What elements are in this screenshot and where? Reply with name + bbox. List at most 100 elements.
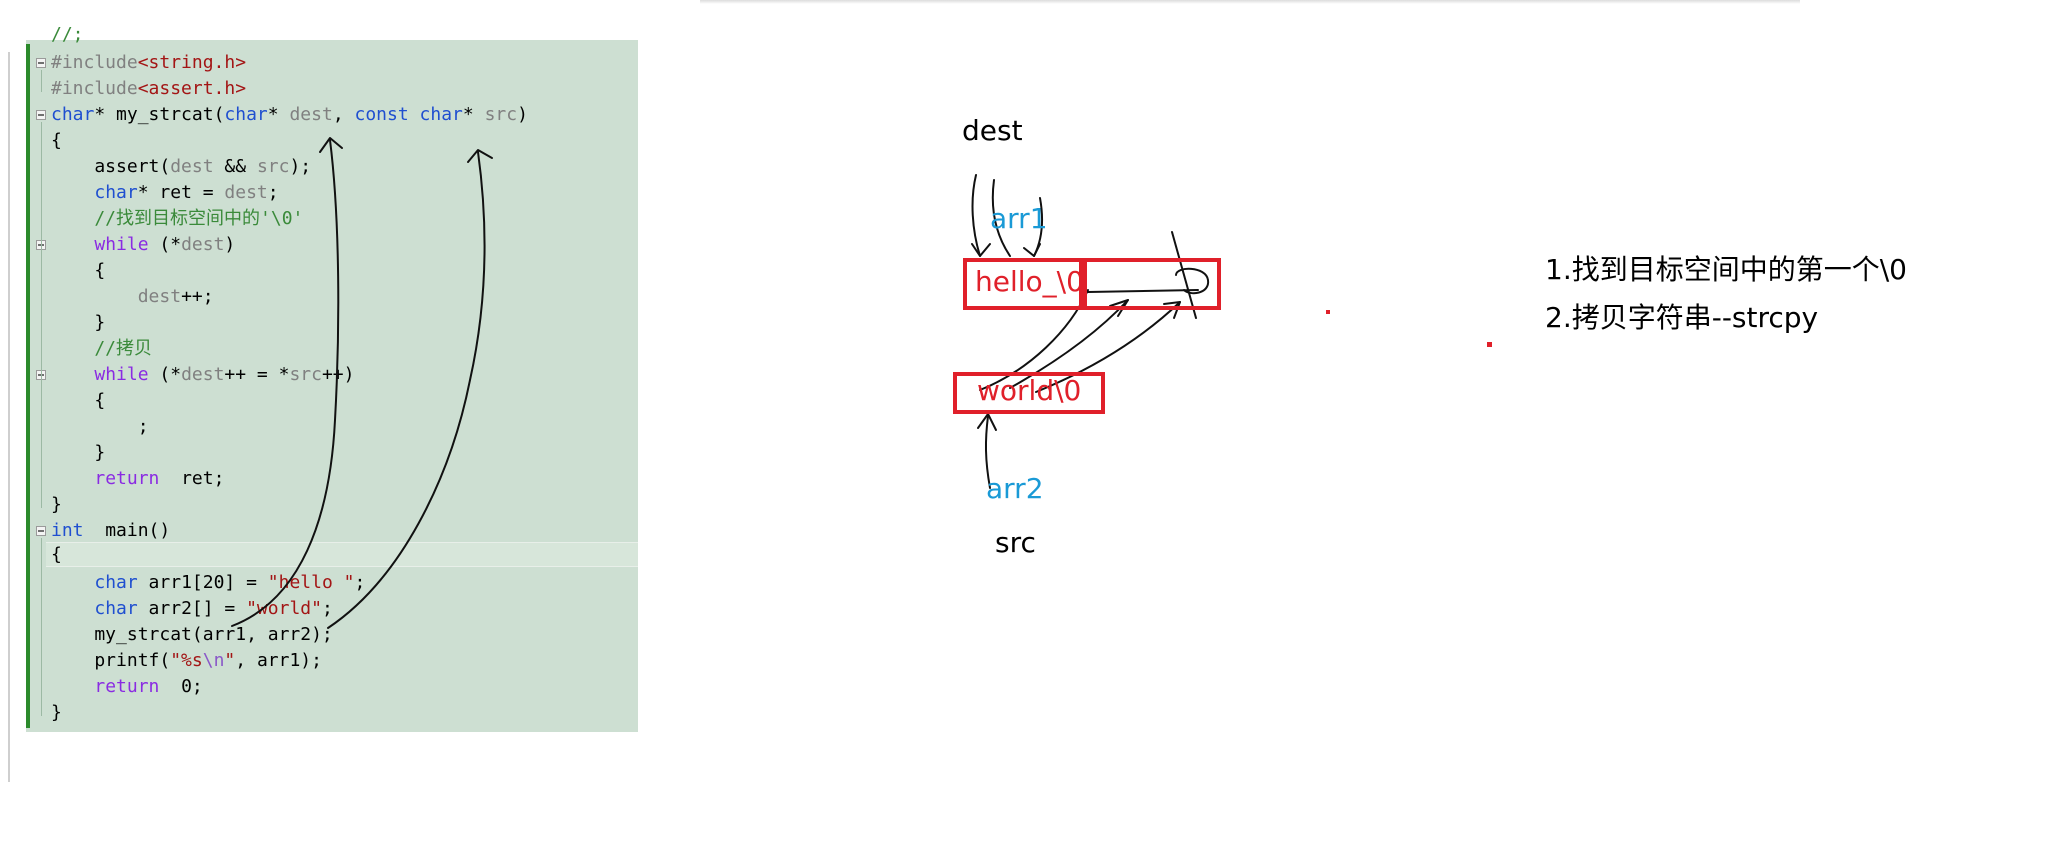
code-token: while — [94, 364, 149, 385]
code-line[interactable]: } — [51, 440, 105, 466]
code-token: * — [267, 104, 290, 125]
code-line[interactable]: while (*dest) — [51, 232, 235, 258]
code-token: } — [51, 494, 62, 515]
arrowhead-icon — [977, 413, 997, 431]
code-line[interactable]: //; — [51, 22, 84, 48]
code-token: 0; — [159, 676, 203, 697]
code-line[interactable]: } — [51, 492, 62, 518]
code-line[interactable]: { — [51, 258, 105, 284]
code-line[interactable]: { — [51, 388, 105, 414]
arrowhead-icon — [1023, 243, 1041, 257]
code-token: return — [94, 676, 160, 697]
code-line[interactable]: int main() — [51, 518, 170, 544]
note-step-2: 2.拷贝字符串--strcpy — [1545, 301, 1819, 334]
code-token: src — [289, 364, 322, 385]
code-token: * my_strcat( — [94, 104, 225, 125]
code-line[interactable]: char arr2[] = "world"; — [51, 596, 333, 622]
hello-string-box — [963, 258, 1083, 310]
code-line[interactable]: #include<string.h> — [51, 50, 246, 76]
code-line[interactable]: { — [51, 542, 62, 568]
code-token: <assert.h> — [137, 78, 247, 99]
fold-toggle-icon[interactable] — [36, 58, 46, 68]
code-token: ++ = * — [224, 364, 290, 385]
code-token: } — [51, 702, 62, 723]
code-token: //找到目标空间中的'\0' — [51, 208, 304, 229]
code-line[interactable]: return 0; — [51, 674, 203, 700]
code-line[interactable]: { — [51, 128, 62, 154]
hello-tail-underline — [1087, 289, 1199, 293]
code-token: " — [224, 650, 236, 671]
fold-toggle-icon[interactable] — [36, 110, 46, 120]
code-token: printf( — [51, 650, 171, 671]
outer-edge — [8, 52, 10, 782]
code-token: #include — [51, 52, 138, 73]
world-string-text: world\0 — [977, 374, 1082, 407]
code-token: <string.h> — [137, 52, 247, 73]
world-string-box — [953, 372, 1105, 414]
src-label: src — [995, 526, 1036, 559]
code-line[interactable]: char* ret = dest; — [51, 180, 278, 206]
code-token: , — [332, 104, 355, 125]
code-line[interactable]: #include<assert.h> — [51, 76, 246, 102]
code-token: dest — [181, 364, 225, 385]
code-token: ++; — [181, 286, 214, 307]
code-line[interactable]: } — [51, 310, 105, 336]
window-top-edge — [700, 0, 1800, 4]
code-line[interactable]: assert(dest && src); — [51, 154, 311, 180]
code-token: while — [94, 234, 149, 255]
code-token: int — [51, 520, 84, 541]
hello-string-text: hello_\0 — [975, 265, 1084, 298]
code-token: #include — [51, 78, 138, 99]
fold-toggle-icon[interactable] — [36, 526, 46, 536]
code-line[interactable]: //找到目标空间中的'\0' — [51, 206, 303, 232]
code-line[interactable]: char arr1[20] = "hello "; — [51, 570, 365, 596]
vertical-tick-mark — [1171, 231, 1197, 319]
code-token: && — [213, 156, 257, 177]
code-token: "%s — [170, 650, 203, 671]
dest-label: dest — [962, 114, 1023, 147]
code-line[interactable]: } — [51, 700, 62, 726]
code-token: char — [94, 572, 138, 593]
current-line-highlight — [46, 542, 638, 567]
code-token: (* — [148, 234, 182, 255]
code-token: arr1[20] = — [137, 572, 268, 593]
code-line[interactable]: return ret; — [51, 466, 224, 492]
arrow-arr2-to-src-param — [327, 151, 486, 629]
code-token: //; — [51, 24, 84, 45]
code-line[interactable]: //拷贝 — [51, 336, 152, 362]
code-line[interactable]: my_strcat(arr1, arr2); — [51, 622, 332, 648]
arrow-arr1-to-dest-param — [231, 139, 340, 627]
code-line[interactable]: while (*dest++ = *src++) — [51, 362, 354, 388]
code-token: { — [51, 260, 106, 281]
fold-guide-line — [41, 538, 42, 716]
code-token: const — [354, 104, 409, 125]
arr1-label: arr1 — [990, 202, 1048, 235]
code-token: arr2[] = — [137, 598, 247, 619]
code-token: ; — [354, 572, 366, 593]
code-token: return — [94, 468, 160, 489]
arrowhead-icon — [319, 137, 343, 153]
code-token: , arr1); — [235, 650, 322, 671]
code-token: \n — [202, 650, 225, 671]
code-token: ) — [224, 234, 236, 255]
code-token: ; — [51, 416, 149, 437]
note-step-1: 1.找到目标空间中的第一个\0 — [1545, 253, 1907, 286]
code-token: ) — [517, 104, 528, 125]
hello-extra-space-box — [1083, 258, 1221, 310]
code-line[interactable]: char* my_strcat(char* dest, const char* … — [51, 102, 528, 128]
arrowhead-icon — [1109, 299, 1129, 317]
code-token: //拷贝 — [51, 338, 153, 359]
code-token: char — [419, 104, 463, 125]
fold-guide-line — [41, 70, 42, 92]
code-token: assert( — [51, 156, 171, 177]
code-token: { — [51, 130, 62, 151]
code-token: dest — [224, 182, 268, 203]
code-token: ; — [321, 598, 333, 619]
code-token: dest — [289, 104, 333, 125]
code-token: char — [94, 182, 138, 203]
arrow-arr2-to-world — [984, 415, 991, 489]
code-line[interactable]: printf("%s\n", arr1); — [51, 648, 322, 674]
code-token: dest — [137, 286, 182, 307]
code-line[interactable]: ; — [51, 414, 149, 440]
code-line[interactable]: dest++; — [51, 284, 214, 310]
